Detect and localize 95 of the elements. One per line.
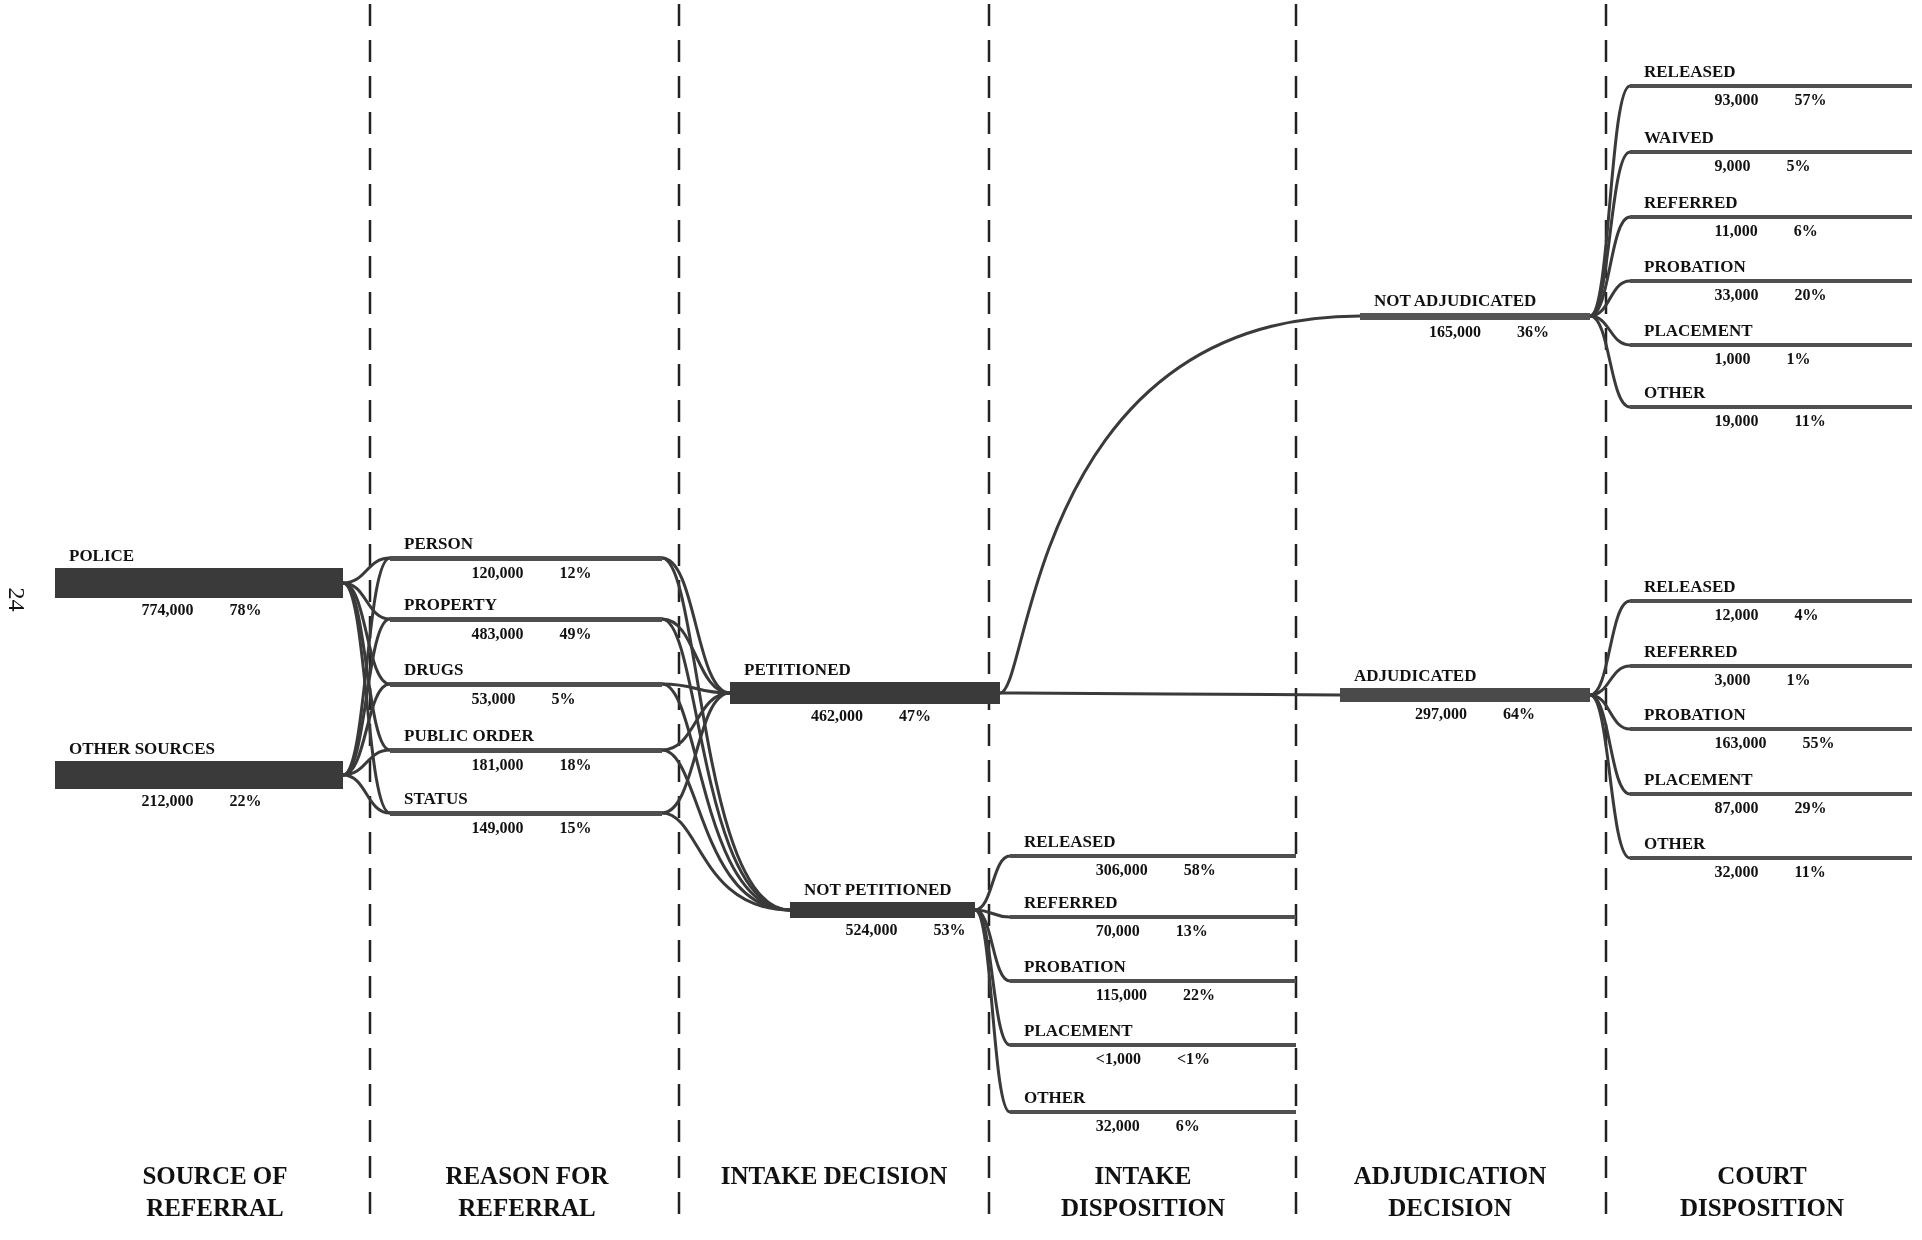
percent-value: 55% [1802, 734, 1835, 751]
count-value: 93,000 [1714, 91, 1759, 108]
count-value: 9,000 [1714, 157, 1751, 174]
count-value: 297,000 [1415, 705, 1467, 722]
category-label: PUBLIC ORDER [403, 724, 535, 747]
count-value: 774,000 [141, 601, 194, 618]
count-value: 70,000 [1095, 922, 1140, 939]
flow-line [1589, 314, 1631, 409]
category-label: NOT PETITIONED [803, 879, 953, 901]
category-label: POLICE [68, 545, 136, 567]
category-label: RELEASED [1023, 831, 1117, 853]
flow-line [661, 811, 791, 912]
count-value: 165,000 [1429, 322, 1481, 340]
count-value: 12,000 [1714, 606, 1759, 623]
count-value: 115,000 [1095, 986, 1147, 1003]
count-value: 163,000 [1714, 734, 1767, 751]
category-label: PROBATION [1643, 256, 1747, 278]
percent-value: 58% [1183, 861, 1216, 878]
column-heading: COURT DISPOSITION [1679, 1161, 1845, 1223]
percent-value: 4% [1794, 606, 1819, 623]
percent-value: 6% [1793, 222, 1818, 239]
percent-value: 1% [1786, 350, 1811, 367]
flow-line [1000, 691, 1340, 697]
count-value: 483,000 [471, 624, 524, 642]
count-value: 53,000 [471, 689, 516, 707]
category-label: ADJUDICATED [1353, 665, 1478, 687]
count-value: 32,000 [1095, 1117, 1140, 1134]
category-label: OTHER [1023, 1087, 1087, 1109]
count-value: 32,000 [1714, 863, 1759, 880]
category-label: NOT ADJUDICATED [1373, 289, 1538, 312]
count-value: 524,000 [845, 921, 898, 938]
column-heading: REASON FOR REFERRAL [444, 1161, 610, 1223]
count-value: 120,000 [471, 563, 524, 581]
count-value: 11,000 [1714, 222, 1758, 239]
category-label: DRUGS [403, 658, 465, 681]
category-label: PLACEMENT [1023, 1020, 1134, 1042]
count-value: 462,000 [811, 707, 863, 724]
category-label: PETITIONED [743, 659, 852, 681]
flow-line [661, 691, 731, 815]
page-number: 24 [2, 587, 30, 612]
column-heading: SOURCE OF REFERRAL [141, 1161, 289, 1223]
percent-value: <1% [1176, 1050, 1211, 1067]
percent-value: 5% [1786, 157, 1811, 174]
percent-value: 20% [1794, 286, 1827, 303]
count-value: 87,000 [1714, 799, 1759, 816]
column-heading: INTAKE DECISION [719, 1161, 949, 1191]
percent-value: 11% [1794, 863, 1826, 880]
percent-value: 6% [1175, 1117, 1200, 1134]
flow-line [342, 748, 391, 777]
category-label: PROPERTY [403, 593, 498, 616]
count-value: 19,000 [1714, 412, 1759, 429]
category-label: RELEASED [1643, 61, 1737, 83]
category-label: REFERRED [1023, 892, 1119, 914]
category-label: REFERRED [1643, 192, 1739, 214]
percent-value: 18% [559, 755, 592, 773]
percent-value: 29% [1794, 799, 1827, 816]
percent-value: 57% [1794, 91, 1827, 108]
category-label: PLACEMENT [1643, 769, 1754, 791]
percent-value: 5% [551, 689, 576, 707]
category-label: REFERRED [1643, 641, 1739, 663]
count-value: 212,000 [141, 792, 194, 809]
category-label: WAIVED [1643, 127, 1715, 149]
percent-value: 15% [559, 818, 592, 836]
percent-value: 36% [1517, 322, 1549, 340]
count-value: 181,000 [471, 755, 524, 773]
category-label: PERSON [403, 532, 474, 555]
percent-value: 12% [559, 563, 592, 581]
count-value: 33,000 [1714, 286, 1759, 303]
percent-value: 11% [1794, 412, 1826, 429]
column-heading: ADJUDICATION DECISION [1352, 1161, 1548, 1223]
percent-value: 53% [933, 921, 966, 938]
count-value: 306,000 [1095, 861, 1148, 878]
count-value: 3,000 [1714, 671, 1751, 688]
flow-line [342, 773, 391, 815]
column-heading: INTAKE DISPOSITION [1060, 1161, 1226, 1223]
category-label: PLACEMENT [1643, 320, 1754, 342]
count-value: <1,000 [1095, 1050, 1141, 1067]
percent-value: 78% [229, 601, 262, 618]
count-value: 1,000 [1714, 350, 1751, 367]
category-label: OTHER [1643, 382, 1707, 404]
category-label: PROBATION [1023, 956, 1127, 978]
percent-value: 13% [1175, 922, 1208, 939]
category-label: OTHER [1643, 833, 1707, 855]
percent-value: 49% [559, 624, 592, 642]
count-value: 149,000 [471, 818, 524, 836]
category-label: OTHER SOURCES [68, 738, 216, 760]
flow-line [974, 854, 1011, 912]
percent-value: 22% [229, 792, 262, 809]
percent-value: 1% [1786, 671, 1811, 688]
percent-value: 22% [1182, 986, 1215, 1003]
percent-value: 47% [899, 707, 931, 724]
percent-value: 64% [1503, 705, 1535, 722]
category-label: STATUS [403, 787, 469, 810]
category-label: RELEASED [1643, 576, 1737, 598]
category-label: PROBATION [1643, 704, 1747, 726]
